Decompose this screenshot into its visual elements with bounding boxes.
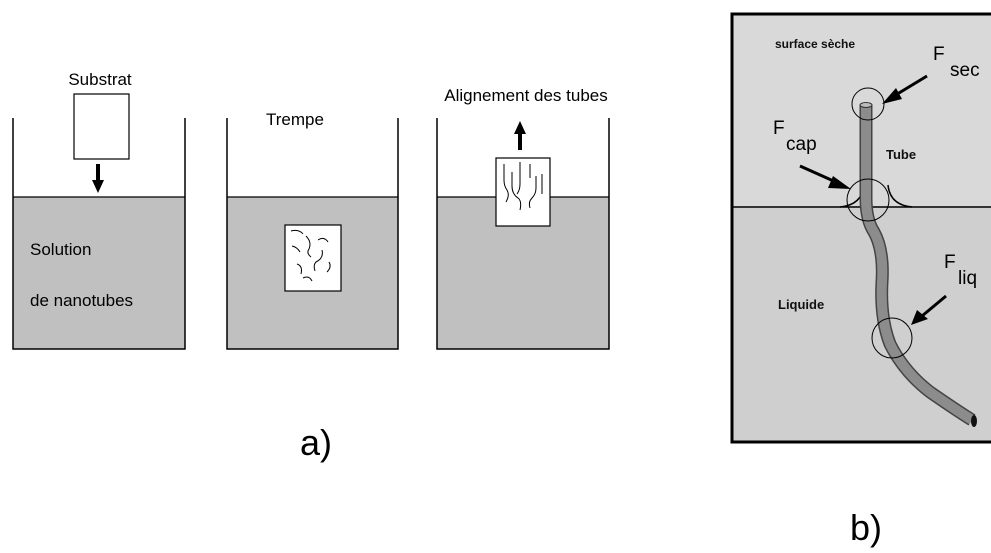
substrate-rect <box>73 93 130 160</box>
nanotube-body <box>861 105 975 425</box>
tube-label: Tube <box>886 147 916 162</box>
f-sec-symbol: F <box>933 44 945 65</box>
solution-label: Solution <box>30 240 91 259</box>
liq-circle <box>871 317 913 359</box>
nanotubes-label: de nanotubes <box>30 291 133 310</box>
f-sec-subscript: sec <box>950 60 980 81</box>
sec-arrow-shaft <box>893 74 928 98</box>
down-arrow-icon <box>92 180 104 193</box>
alignement-label: Alignement des tubes <box>444 86 608 105</box>
sec-circle <box>851 87 885 121</box>
beaker-1-walls <box>12 118 186 350</box>
panel-b: surface sèche Tube Liquide F sec F cap F… <box>730 12 991 444</box>
beaker-3: Alignement des tubes <box>436 86 610 350</box>
beaker-2-walls <box>226 118 399 350</box>
random-nanotubes <box>290 229 331 282</box>
caption-a: a) <box>300 422 332 463</box>
immersed-substrate <box>284 224 342 292</box>
substrate-label: Substrat <box>68 70 132 89</box>
aligned-nanotubes <box>503 162 543 211</box>
surface-seche-label: surface sèche <box>775 37 855 51</box>
beaker-2: Trempe <box>226 110 399 350</box>
liq-arrow-shaft <box>921 294 947 318</box>
cap-circle <box>846 178 890 222</box>
liquide-label: Liquide <box>778 297 824 312</box>
liq-arrow-icon <box>911 310 928 325</box>
cap-arrow-icon <box>828 176 851 189</box>
solution-fill <box>13 197 185 349</box>
sec-arrow-icon <box>882 88 902 104</box>
beaker-3-walls <box>436 118 610 350</box>
nanotube-top-end <box>859 102 873 108</box>
up-arrow-icon <box>514 121 526 134</box>
panel-b-frame <box>730 12 991 444</box>
nanotube-bottom-end <box>971 415 977 427</box>
f-cap-subscript: cap <box>786 134 817 155</box>
f-liq-symbol: F <box>944 252 956 273</box>
f-cap-symbol: F <box>773 118 785 139</box>
trempe-label: Trempe <box>266 110 324 129</box>
withdrawn-substrate <box>495 157 551 227</box>
caption-b: b) <box>850 507 882 548</box>
f-liq-subscript: liq <box>958 268 977 289</box>
beaker-1: Substrat Solution de nanotubes <box>12 70 186 350</box>
